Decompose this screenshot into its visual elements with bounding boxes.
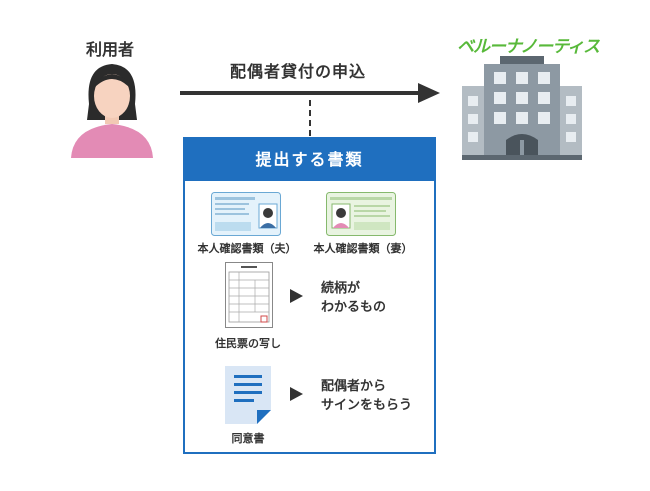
consent-form-icon: [225, 366, 271, 424]
flow-arrow: [180, 82, 442, 104]
doc-label-resident-record: 住民票の写し: [215, 337, 281, 350]
user-label: 利用者: [85, 40, 134, 59]
id-card-wife-icon: [326, 192, 396, 236]
note-line: 続柄が: [321, 281, 361, 296]
consent-form-note: 配偶者から サインをもらう: [321, 377, 412, 415]
doc-label-id-wife: 本人確認書類（妻）: [313, 242, 413, 255]
arrow-right-icon: [290, 387, 303, 401]
connector-dashed-line: [308, 100, 312, 137]
arrow-right-icon: [290, 289, 303, 303]
panel-title: 提出する書類: [185, 139, 434, 181]
resident-record-note: 続柄が わかるもの: [321, 279, 386, 317]
note-line: わかるもの: [321, 300, 387, 315]
doc-label-consent-form: 同意書: [231, 432, 265, 445]
company-brand-logo: ベルーナノーティス: [457, 37, 600, 57]
id-card-husband-icon: [211, 192, 281, 236]
documents-panel: 提出する書類 本人確認書類（夫） 本人確認書類（妻）: [183, 137, 436, 454]
doc-label-id-husband: 本人確認書類（夫）: [197, 242, 297, 255]
note-line: 配偶者から: [321, 379, 387, 394]
note-line: サインをもらう: [321, 398, 413, 413]
resident-record-icon: [225, 262, 273, 328]
company-building-icon: [462, 56, 582, 160]
user-avatar-icon: [67, 58, 157, 158]
flow-label: 配偶者貸付の申込: [229, 62, 366, 81]
